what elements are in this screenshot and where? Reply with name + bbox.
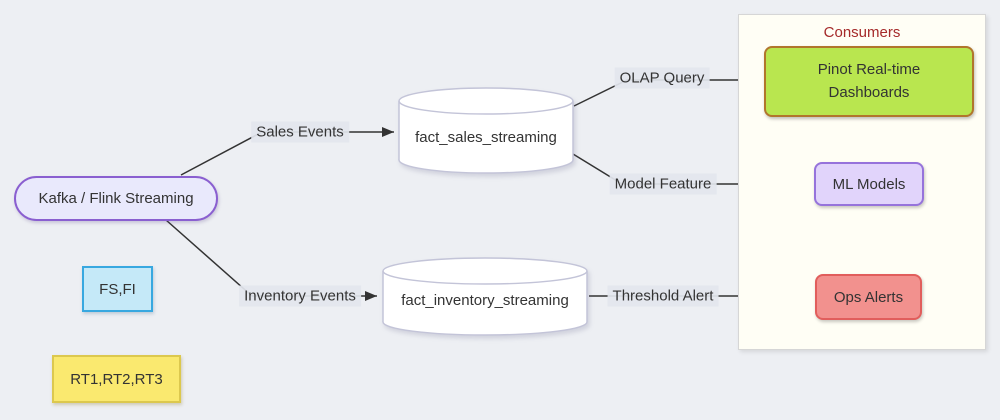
edge-label-threshold-alert: Threshold Alert — [607, 285, 719, 307]
edge-label-sales-events: Sales Events — [251, 121, 349, 143]
edge-label-olap-query: OLAP Query — [614, 67, 710, 89]
edge-label-inventory-events: Inventory Events — [239, 285, 361, 307]
database-cylinder-sales — [398, 87, 574, 174]
consumers-title: Consumers — [823, 24, 901, 41]
node-fs-fi: FS,FI — [82, 266, 153, 312]
node-ops-alerts: Ops Alerts — [815, 274, 922, 320]
node-rt1-rt2-rt3: RT1,RT2,RT3 — [52, 355, 181, 403]
node-kafka-flink-streaming: Kafka / Flink Streaming — [14, 176, 218, 221]
edge-label-model-feature: Model Feature — [609, 173, 717, 195]
cylinder-label-fact-inventory-streaming: fact_inventory_streaming — [401, 292, 569, 309]
node-pinot-realtime-dashboards: Pinot Real-time Dashboards — [764, 46, 974, 117]
cylinder-label-fact-sales-streaming: fact_sales_streaming — [415, 129, 557, 146]
database-cylinder-inventory — [382, 257, 588, 336]
node-ml-models: ML Models — [814, 162, 924, 206]
consumers-container: Consumers Pinot Real-time Dashboards ML … — [738, 14, 986, 350]
